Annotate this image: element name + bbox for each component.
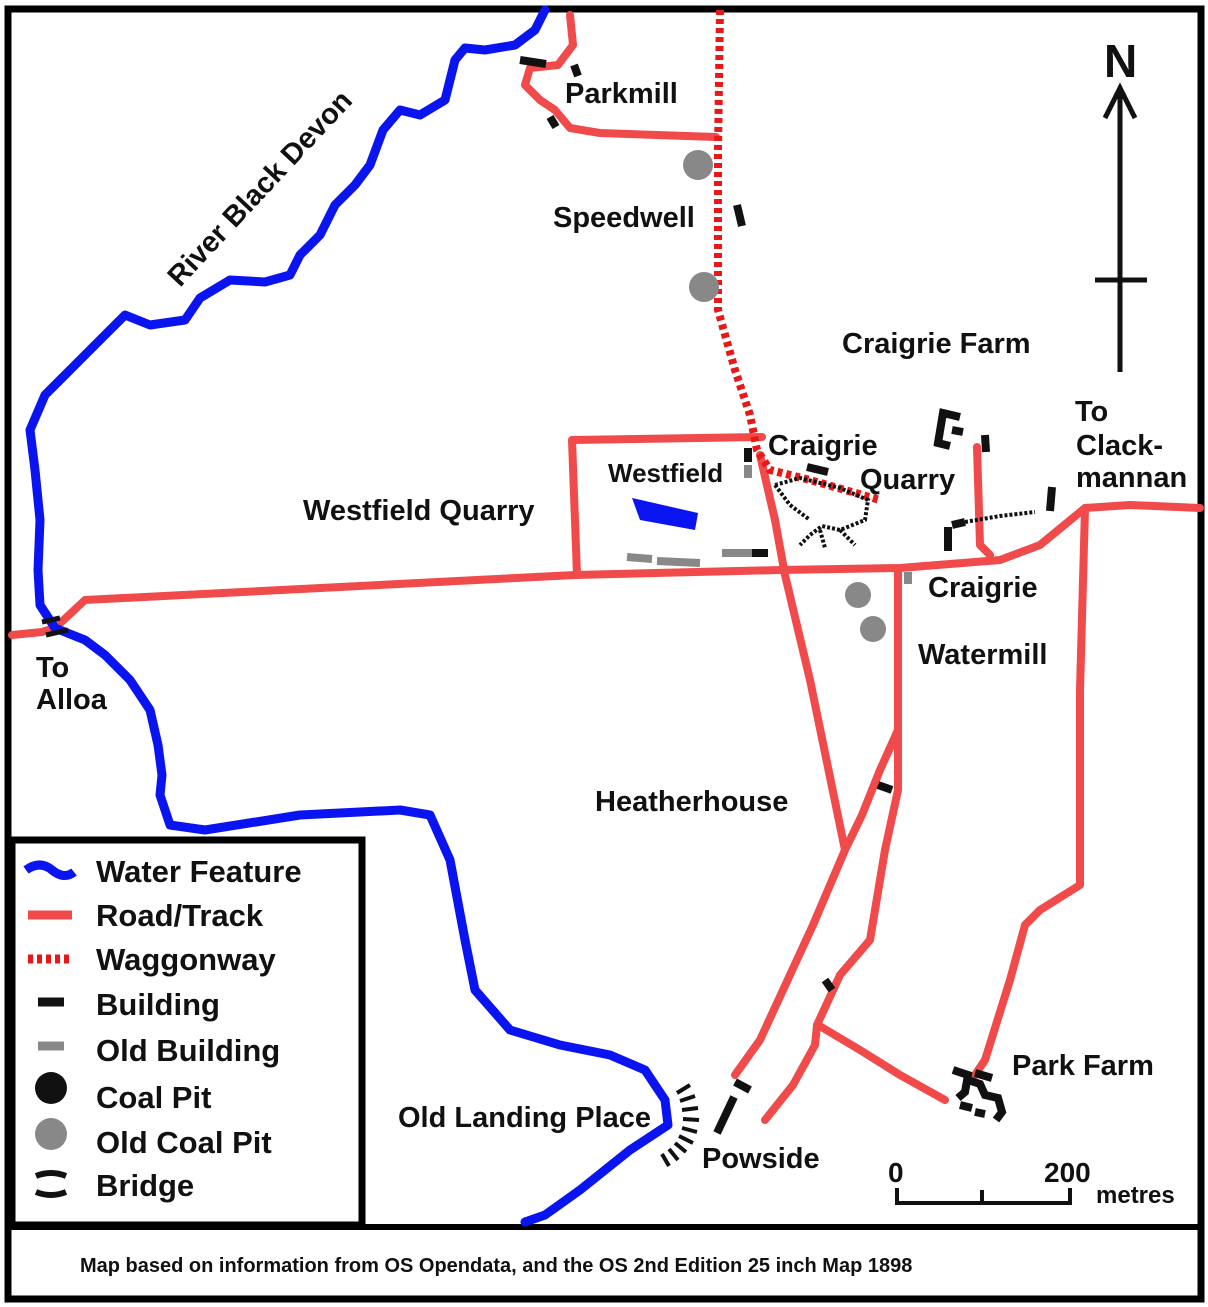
building [713, 1095, 738, 1135]
westfield-pond [632, 498, 698, 530]
building [951, 518, 966, 529]
label-speedwell: Speedwell [553, 202, 695, 234]
road-cross-link [841, 726, 902, 854]
roads [8, 11, 1204, 1124]
label-westfield: Westfield [608, 458, 723, 488]
label-parkmill: Parkmill [565, 78, 678, 110]
legend-old-building-label: Old Building [96, 1033, 280, 1068]
road-to-park-farm [971, 504, 1089, 1079]
old-buildings [626, 465, 912, 584]
building [806, 463, 829, 476]
label-to-clackmannan-3: mannan [1076, 462, 1187, 494]
label-to-alloa-2: Alloa [36, 684, 108, 716]
building [733, 1078, 752, 1094]
label-craigrie-quarry-2: Quarry [860, 464, 955, 496]
legend-coal-pit-label: Coal Pit [96, 1080, 211, 1115]
old-building [626, 553, 653, 563]
building [981, 434, 990, 453]
road-parkmill [521, 11, 720, 141]
label-craigrie-quarry-1: Craigrie [768, 430, 878, 462]
building [519, 56, 547, 68]
road-park-farm-lane [814, 1021, 949, 1104]
old-coal-pit [845, 582, 871, 608]
old-building [656, 557, 701, 567]
north-label: N [1104, 35, 1137, 87]
legend-bridge-label: Bridge [96, 1168, 194, 1203]
craigrie-quarry-outline [773, 475, 1036, 549]
scale-end: 200 [1044, 1157, 1091, 1188]
scale-start: 0 [888, 1157, 904, 1188]
legend-water-label: Water Feature [96, 854, 302, 889]
label-to-clackmannan-2: Clack- [1076, 430, 1163, 462]
road-westfield-loop [568, 433, 766, 579]
label-craigrie: Craigrie [928, 572, 1038, 604]
label-to-clackmannan-1: To [1075, 396, 1108, 428]
building [1046, 486, 1056, 512]
building [933, 408, 961, 450]
old-coal-pits [683, 150, 886, 642]
legend-water-swatch [23, 860, 77, 880]
landing-place-hatching [660, 1083, 700, 1168]
old-coal-pit [689, 272, 719, 302]
legend: Water Feature Road/Track Waggonway Build… [8, 836, 366, 1229]
road-craigrie-farm [973, 443, 994, 559]
building [876, 781, 894, 794]
building-park-farm [951, 1066, 1007, 1123]
label-park-farm: Park Farm [1012, 1050, 1154, 1082]
legend-box [8, 836, 366, 1229]
waggonway-main [714, 9, 882, 504]
road-heatherhouse [731, 451, 849, 1079]
legend-building-label: Building [96, 987, 220, 1022]
building [733, 204, 746, 227]
label-craigrie-farm: Craigrie Farm [842, 328, 1031, 360]
waggonways [714, 9, 882, 504]
old-coal-pit [683, 150, 713, 180]
north-arrow [1095, 82, 1147, 372]
label-to-alloa-1: To [36, 652, 69, 684]
buildings [519, 56, 1056, 1135]
legend-coal-pit-swatch [35, 1072, 67, 1104]
legend-old-coal-pit-label: Old Coal Pit [96, 1125, 272, 1160]
bridge-alloa [41, 615, 69, 638]
legend-road-label: Road/Track [96, 898, 264, 933]
label-westfield-quarry: Westfield Quarry [303, 495, 535, 527]
building [951, 426, 964, 436]
legend-bridge-swatch [34, 1170, 68, 1198]
old-coal-pit [860, 616, 886, 642]
footer-caption: Map based on information from OS Opendat… [80, 1255, 912, 1277]
building [570, 63, 582, 78]
label-powside: Powside [702, 1143, 820, 1175]
bridges [41, 615, 700, 1168]
label-heatherhouse: Heatherhouse [595, 786, 788, 818]
scale-unit: metres [1096, 1182, 1175, 1209]
building [821, 977, 836, 993]
legend-old-coal-pit-swatch [35, 1118, 67, 1150]
label-old-landing-place: Old Landing Place [398, 1102, 651, 1134]
road-watermill [761, 566, 902, 1124]
river-black-devon [25, 5, 673, 1227]
building [546, 114, 560, 130]
label-watermill: Watermill [918, 639, 1047, 671]
legend-waggonway-label: Waggonway [96, 942, 276, 977]
scale-bar [895, 1188, 1072, 1205]
